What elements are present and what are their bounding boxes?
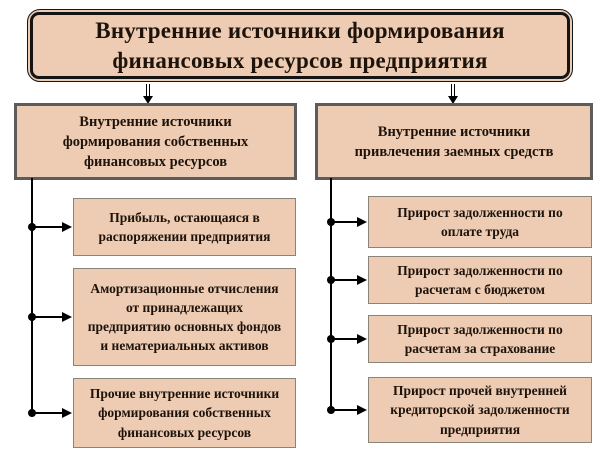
- left-trunk-line: [31, 178, 33, 414]
- arrow-right-icon: [62, 222, 72, 232]
- title-to-right-connector: [451, 84, 455, 98]
- left-branch-line-1: [32, 226, 63, 228]
- arrow-right-icon: [62, 312, 72, 322]
- right-branch-line-1: [331, 221, 358, 223]
- right-branch-line-3: [331, 338, 358, 340]
- arrow-right-icon: [357, 405, 367, 415]
- right-item-wages-debt: Прирост задолженности по оплате труда: [368, 196, 592, 248]
- arrow-down-icon: [448, 96, 458, 104]
- arrow-right-icon: [357, 275, 367, 285]
- left-branch-line-2: [32, 316, 63, 318]
- left-item-profit: Прибыль, остающаяся в распоряжении предп…: [73, 198, 296, 256]
- arrow-right-icon: [357, 334, 367, 344]
- diagram-title: Внутренние источники формирования финанс…: [30, 12, 570, 79]
- right-item-budget-debt: Прирост задолженности по расчетам с бюдж…: [368, 256, 592, 304]
- right-trunk-line: [330, 178, 332, 411]
- arrow-down-icon: [143, 96, 153, 104]
- left-item-other-sources: Прочие внутренние источники формирования…: [73, 378, 296, 448]
- right-item-insurance-debt: Прирост задолженности по расчетам за стр…: [368, 315, 592, 363]
- left-item-depreciation: Амортизационные отчисления от принадлежа…: [73, 268, 296, 366]
- left-branch-header: Внутренние источники формирования собств…: [14, 103, 297, 180]
- arrow-right-icon: [62, 408, 72, 418]
- arrow-right-icon: [357, 217, 367, 227]
- title-to-left-connector: [146, 84, 150, 98]
- right-branch-line-2: [331, 279, 358, 281]
- title-box: Внутренние источники формирования финанс…: [27, 9, 573, 82]
- right-branch-line-4: [331, 409, 358, 411]
- right-branch-header: Внутренние источники привлечения заемных…: [315, 103, 593, 180]
- left-branch-line-3: [32, 412, 63, 414]
- right-item-other-creditor-debt: Прирост прочей внутренней кредиторской з…: [368, 377, 592, 443]
